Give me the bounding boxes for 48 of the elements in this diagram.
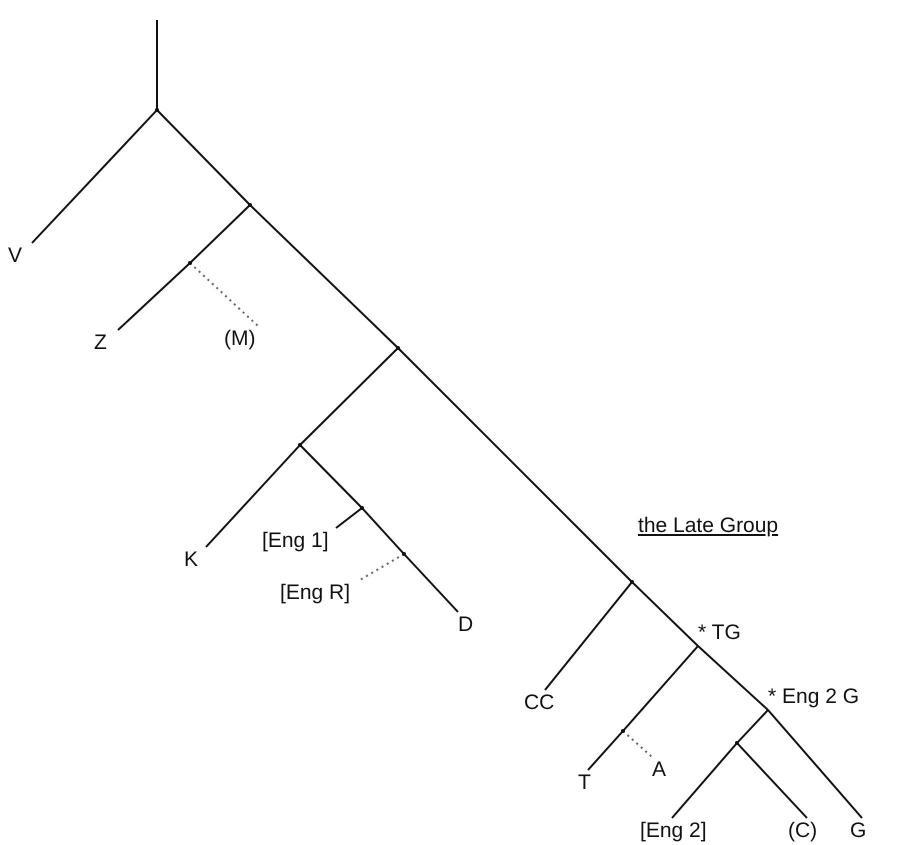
junction-point [248, 203, 252, 207]
junction-point [360, 506, 364, 510]
junction-point [630, 580, 634, 584]
witness-label: T [578, 770, 591, 796]
branch-line [671, 742, 738, 819]
branch-line [156, 20, 158, 110]
branch-line [249, 204, 399, 349]
branch-line [736, 742, 808, 819]
witness-label: CC [524, 690, 554, 716]
branch-line [299, 347, 399, 446]
junction-point [396, 346, 400, 350]
witness-label: * TG [698, 620, 741, 646]
branch-line [587, 730, 624, 771]
witness-label: [Eng 1] [262, 528, 329, 554]
branch-line [189, 204, 251, 264]
witness-label: D [458, 612, 474, 638]
witness-label: A [652, 757, 666, 783]
witness-label: * Eng 2 G [768, 684, 860, 710]
branch-line [397, 347, 633, 583]
branch-line [544, 581, 633, 691]
junction-point [735, 741, 739, 745]
branch-line [361, 507, 405, 555]
group-label: the Late Group [638, 514, 778, 538]
witness-label: (C) [788, 818, 818, 844]
branch-line [622, 645, 699, 732]
branch-line [403, 553, 459, 613]
branch-line [156, 109, 251, 206]
branch-line [335, 507, 363, 529]
branch-line [117, 262, 191, 331]
branch-line [205, 444, 301, 548]
witness-label: G [850, 818, 866, 844]
witness-label: V [8, 243, 22, 269]
branch-line [631, 581, 699, 647]
junction-point [298, 443, 302, 447]
junction-point [155, 108, 159, 112]
branch-line [31, 109, 158, 244]
witness-label: K [184, 547, 198, 573]
branch-line [697, 645, 769, 711]
witness-label: [Eng 2] [640, 818, 707, 844]
branch-line [736, 709, 769, 744]
branch-line [299, 444, 363, 509]
junction-point [188, 261, 192, 265]
branch-line [767, 709, 863, 819]
witness-label: Z [94, 330, 107, 356]
junction-point [402, 552, 406, 556]
junction-point [621, 729, 625, 733]
witness-label: (M) [224, 326, 256, 352]
witness-label: [Eng R] [280, 580, 350, 606]
